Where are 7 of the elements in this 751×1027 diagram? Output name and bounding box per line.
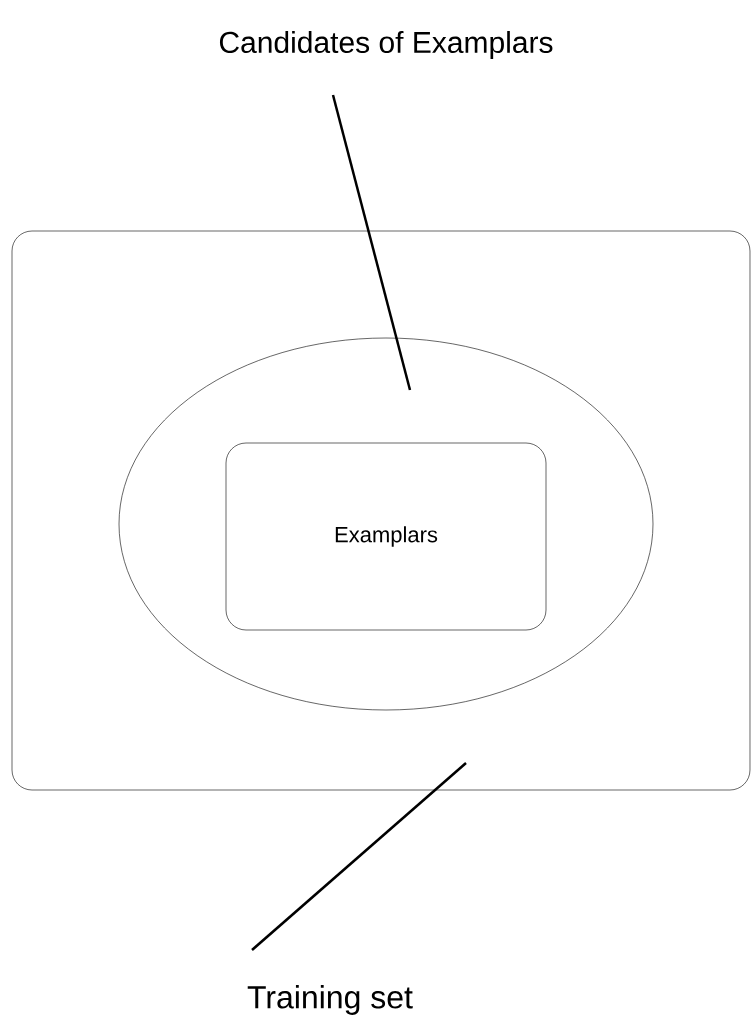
frame-box <box>11 230 751 791</box>
label-text: Training set <box>247 985 413 1015</box>
rounded-box: Examplars <box>225 442 547 631</box>
label-text: Candidates of Examplars <box>219 31 553 59</box>
leader-line <box>331 94 412 391</box>
leader-line <box>251 762 467 951</box>
ellipse <box>118 337 654 711</box>
